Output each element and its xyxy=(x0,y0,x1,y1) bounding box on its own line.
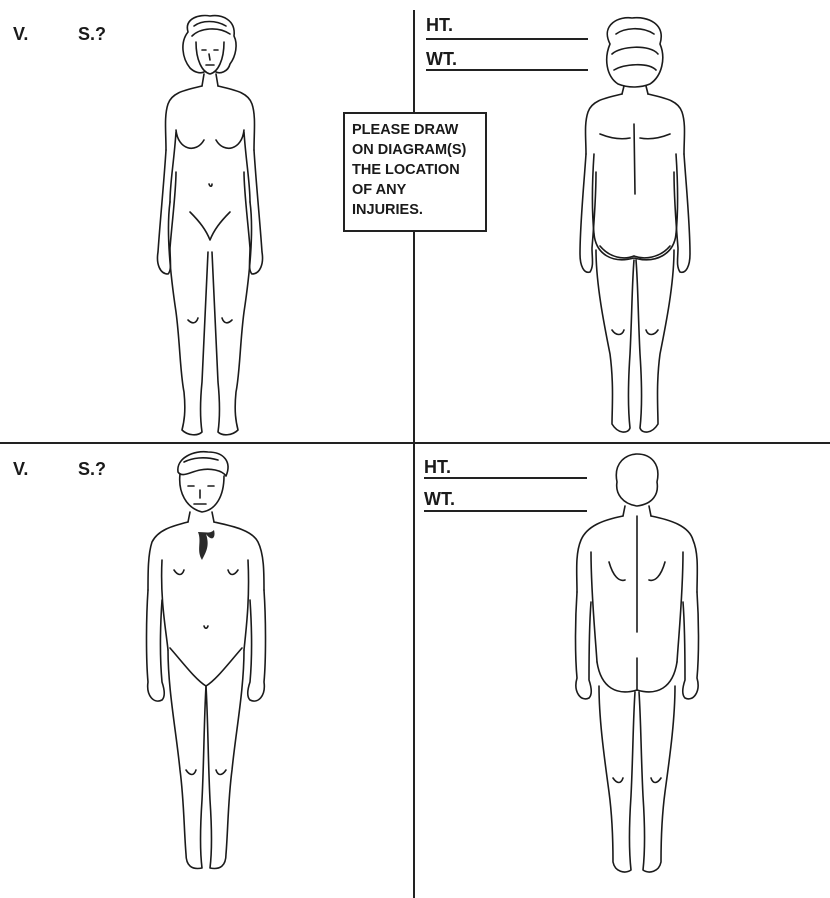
instruction-line-2: ON DIAGRAM(S) xyxy=(352,140,485,160)
bottom-weight-label: WT. xyxy=(424,490,455,508)
bottom-weight-field[interactable] xyxy=(424,510,587,512)
top-weight-label: WT. xyxy=(426,50,457,68)
bottom-sex-label: S.? xyxy=(78,460,106,478)
male-front-figure-icon[interactable] xyxy=(140,450,280,880)
instruction-line-1: PLEASE DRAW xyxy=(352,120,485,140)
bottom-victim-label: V. xyxy=(13,460,28,478)
instruction-line-4: OF ANY xyxy=(352,180,485,200)
instruction-box: PLEASE DRAW ON DIAGRAM(S) THE LOCATION O… xyxy=(343,112,487,232)
male-back-figure-icon[interactable] xyxy=(565,452,710,880)
bottom-height-label: HT. xyxy=(424,458,451,476)
top-victim-label: V. xyxy=(13,25,28,43)
instruction-line-3: THE LOCATION xyxy=(352,160,485,180)
female-front-figure-icon[interactable] xyxy=(140,12,280,442)
top-height-field[interactable] xyxy=(426,38,588,40)
horizontal-divider xyxy=(0,442,830,444)
top-height-label: HT. xyxy=(426,16,453,34)
bottom-height-field[interactable] xyxy=(424,477,587,479)
top-sex-label: S.? xyxy=(78,25,106,43)
female-back-figure-icon[interactable] xyxy=(570,14,700,440)
top-weight-field[interactable] xyxy=(426,69,588,71)
instruction-line-5: INJURIES. xyxy=(352,200,485,220)
